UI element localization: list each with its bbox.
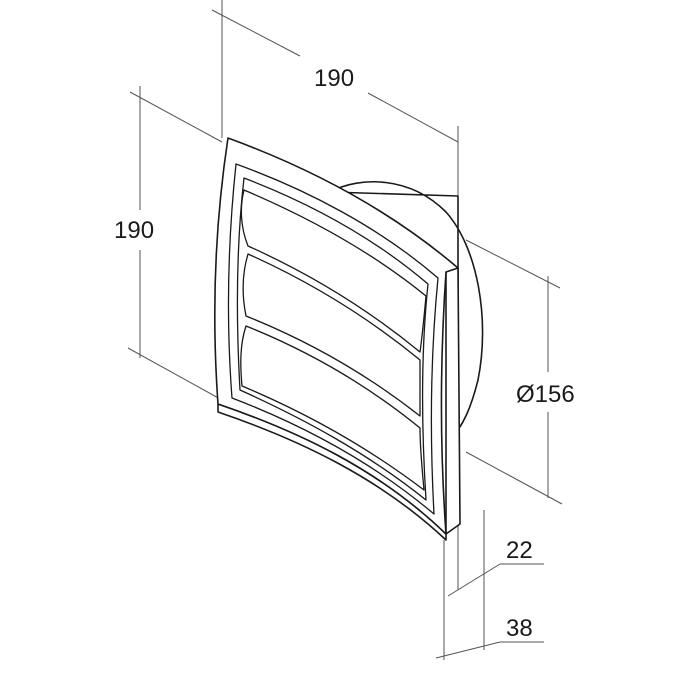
- dimension-top-width: 190: [314, 65, 354, 92]
- spigot-disc: [329, 180, 484, 431]
- dimension-spigot-diameter: Ø156: [516, 381, 575, 408]
- dim-top-line-left: [211, 9, 301, 57]
- ext-diameter-top: [465, 239, 561, 289]
- dimension-depth-large: 38: [506, 615, 533, 642]
- dim-top-line-right: [367, 92, 459, 143]
- louvre-middle: [242, 253, 421, 417]
- louvre-bottom: [240, 325, 425, 491]
- spigot: [329, 180, 484, 431]
- dimension-left-height: 190: [114, 217, 154, 244]
- dimension-lines: [127, 0, 563, 660]
- grille: [214, 137, 461, 541]
- leader-22: [447, 563, 501, 597]
- dimension-depth-small: 22: [506, 537, 533, 564]
- ext-left-bottom: [127, 347, 223, 401]
- ext-diameter-bottom: [465, 451, 563, 505]
- leader-38: [435, 641, 501, 659]
- louvre-top: [240, 189, 427, 353]
- frame-side: [445, 263, 461, 535]
- ext-left-top: [129, 91, 223, 143]
